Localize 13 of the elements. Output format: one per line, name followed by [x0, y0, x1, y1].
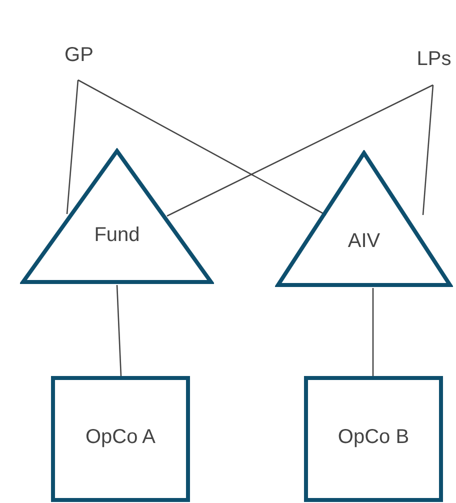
square-box	[304, 376, 443, 502]
node-label: OpCo B	[336, 426, 410, 449]
square-box	[51, 376, 190, 502]
node-label: OpCo A	[84, 426, 157, 449]
connector-line	[166, 84, 434, 217]
connector-line	[116, 284, 122, 376]
connector-line	[372, 288, 374, 376]
node-label: GP	[64, 44, 94, 67]
node-label: LPs	[416, 48, 452, 71]
node-label: Fund	[93, 224, 141, 247]
connector-line	[422, 84, 434, 216]
node-label: AIV	[346, 230, 382, 253]
connector-line	[66, 80, 79, 214]
